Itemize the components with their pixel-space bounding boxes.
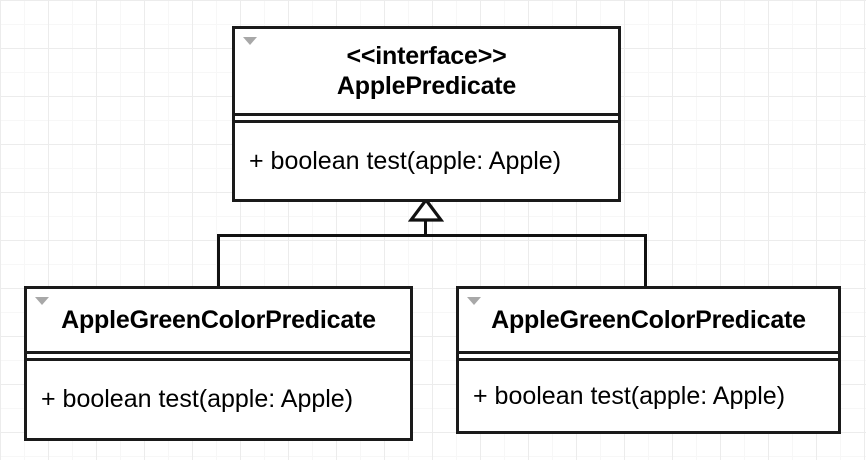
generalization-stem bbox=[424, 218, 427, 237]
class-separator-methods bbox=[235, 120, 618, 123]
generalization-drop-left bbox=[217, 234, 220, 287]
class-name: AppleGreenColorPredicate bbox=[61, 306, 376, 334]
class-header-apple-green-color-predicate-left: AppleGreenColorPredicate bbox=[27, 289, 410, 351]
generalization-horizontal-bar bbox=[217, 234, 647, 237]
generalization-drop-right bbox=[644, 234, 647, 287]
class-separator-attributes bbox=[459, 351, 838, 354]
inheritance-triangle-icon bbox=[408, 198, 444, 222]
class-separator-attributes bbox=[235, 113, 618, 116]
class-separator-attributes bbox=[27, 351, 410, 354]
class-separator-methods bbox=[27, 358, 410, 361]
class-name: ApplePredicate bbox=[336, 72, 517, 100]
method-signature: + boolean test(apple: Apple) bbox=[249, 146, 562, 175]
class-methods-compartment: + boolean test(apple: Apple) bbox=[235, 123, 618, 199]
class-attributes-compartment bbox=[459, 354, 838, 358]
class-name: AppleGreenColorPredicate bbox=[491, 306, 806, 334]
class-stereotype: <<interface>> bbox=[346, 42, 507, 70]
collapse-chevron-down-icon[interactable] bbox=[243, 37, 257, 45]
class-methods-compartment: + boolean test(apple: Apple) bbox=[27, 361, 410, 438]
class-header-apple-green-color-predicate-right: AppleGreenColorPredicate bbox=[459, 289, 838, 351]
method-signature: + boolean test(apple: Apple) bbox=[41, 385, 354, 413]
method-signature: + boolean test(apple: Apple) bbox=[473, 381, 786, 410]
class-box-apple-predicate[interactable]: <<interface>> ApplePredicate + boolean t… bbox=[232, 26, 621, 202]
collapse-chevron-down-icon[interactable] bbox=[35, 297, 49, 305]
class-box-apple-green-color-predicate-left[interactable]: AppleGreenColorPredicate + boolean test(… bbox=[24, 286, 413, 441]
class-box-apple-green-color-predicate-right[interactable]: AppleGreenColorPredicate + boolean test(… bbox=[456, 286, 841, 434]
class-attributes-compartment bbox=[235, 116, 618, 120]
class-methods-compartment: + boolean test(apple: Apple) bbox=[459, 361, 838, 431]
class-attributes-compartment bbox=[27, 354, 410, 358]
collapse-chevron-down-icon[interactable] bbox=[467, 297, 481, 305]
class-header-apple-predicate: <<interface>> ApplePredicate bbox=[235, 29, 618, 113]
class-separator-methods bbox=[459, 358, 838, 361]
